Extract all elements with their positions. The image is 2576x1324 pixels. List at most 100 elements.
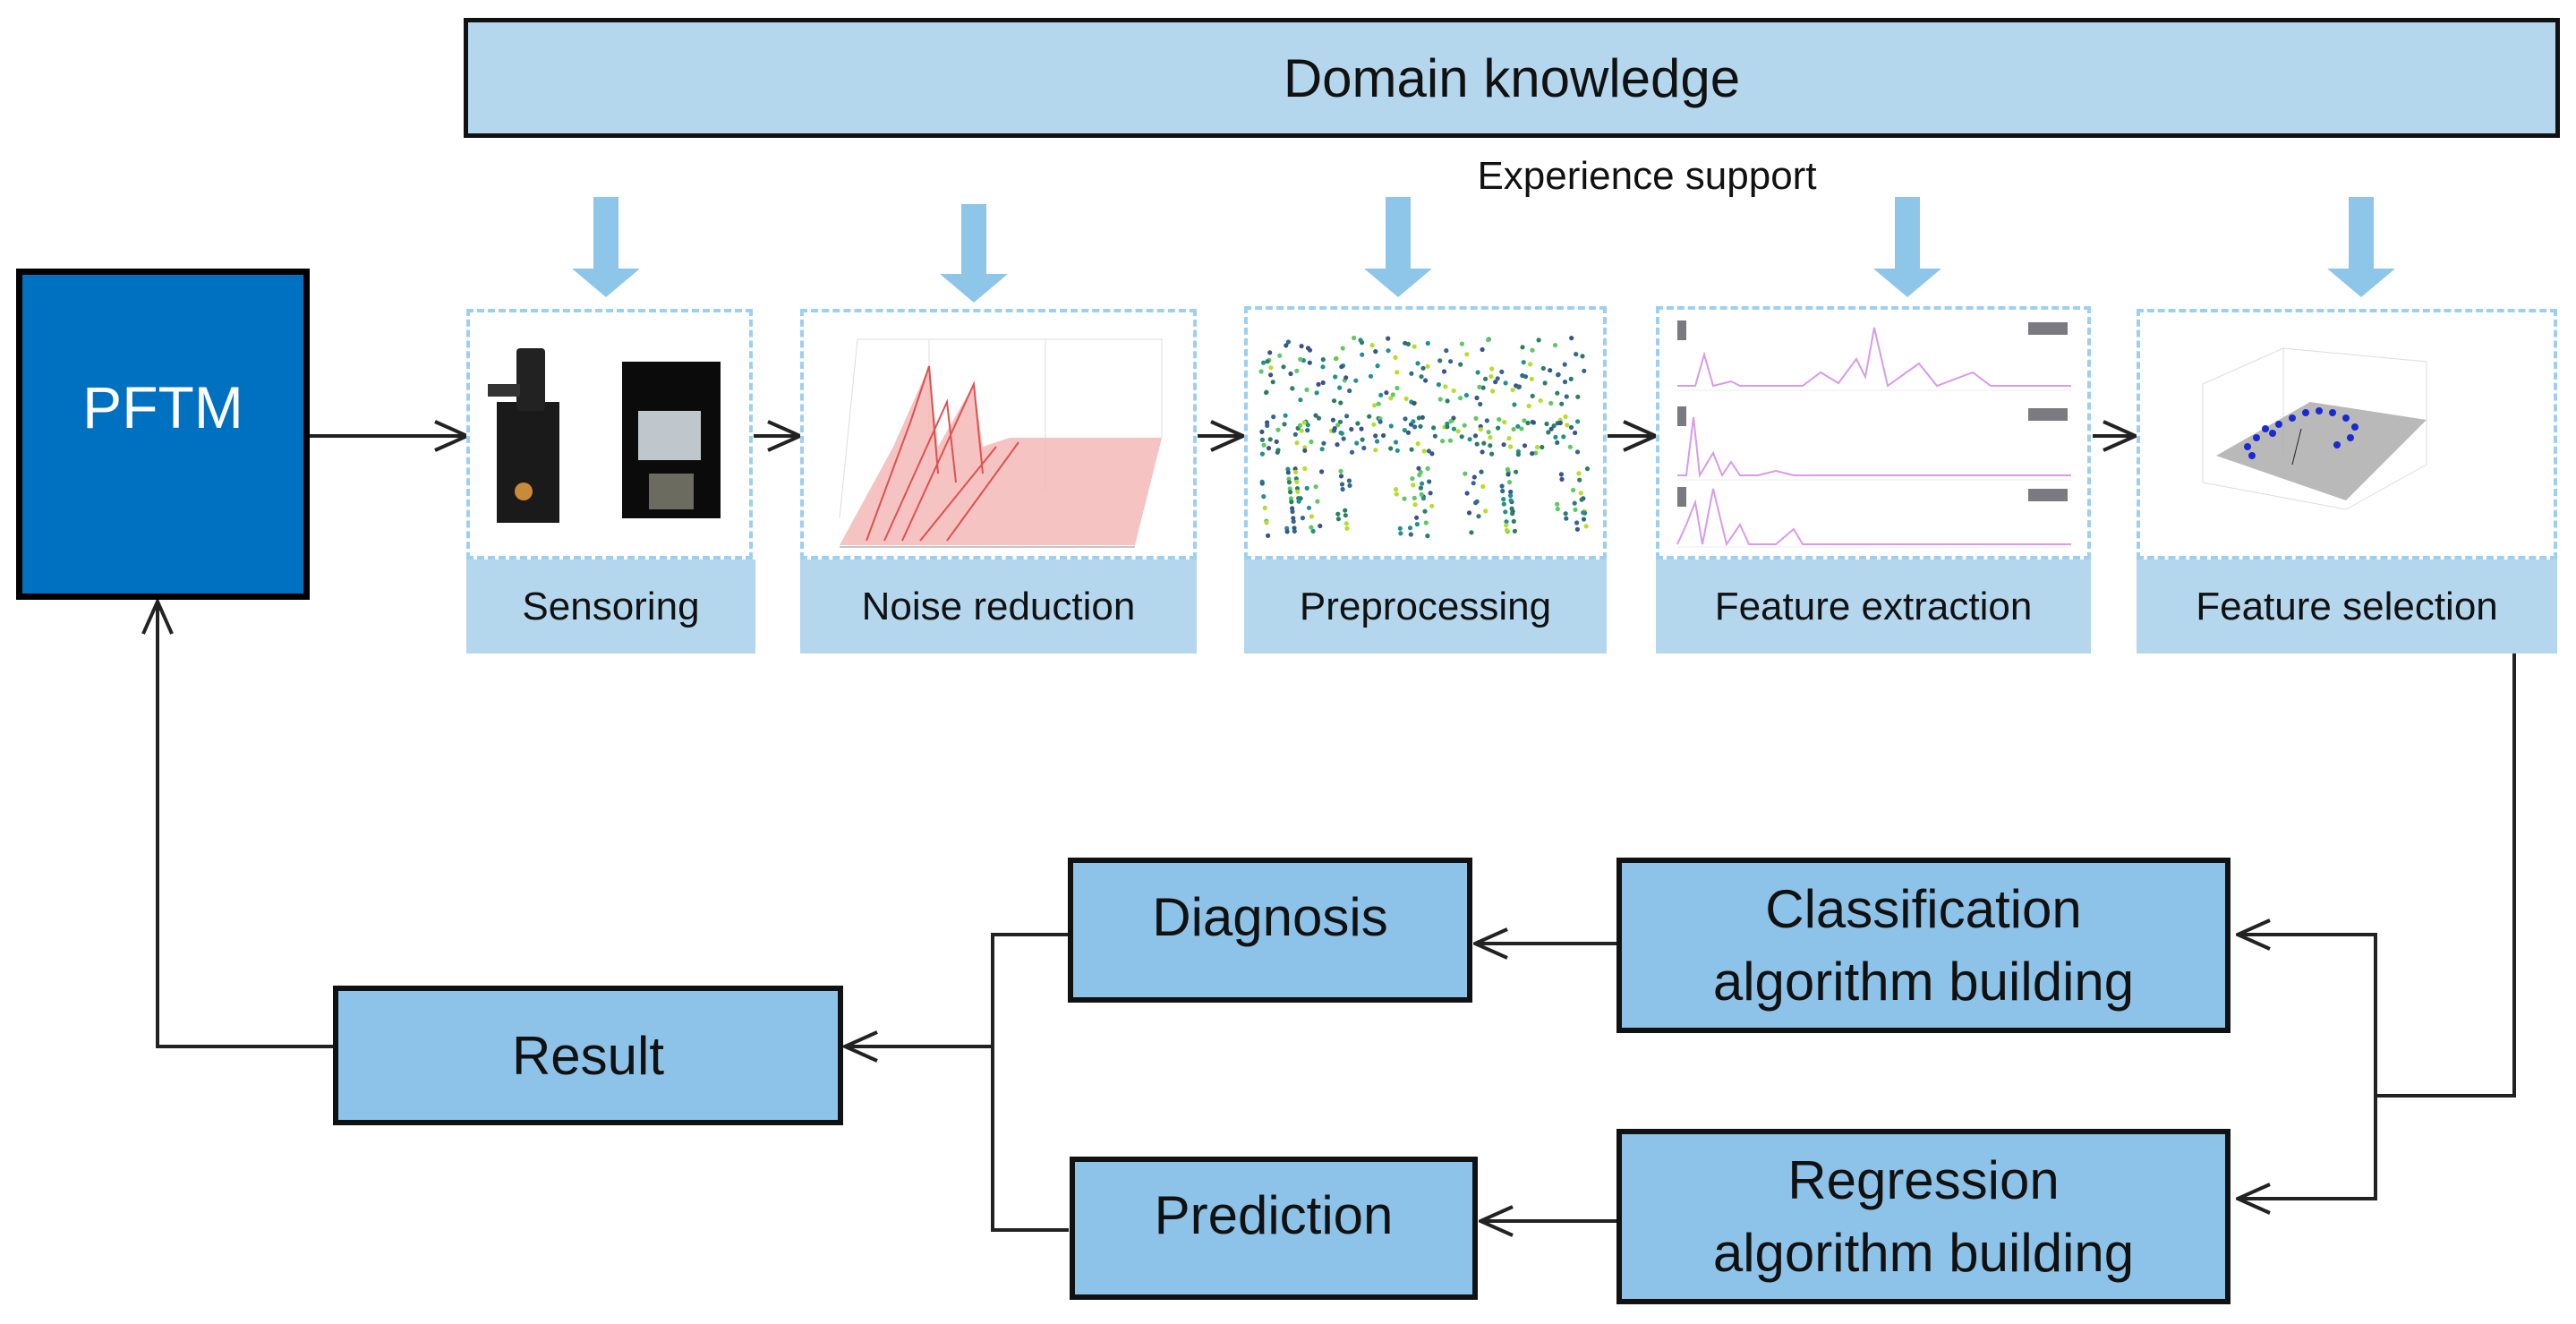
scatter-point bbox=[1423, 520, 1429, 525]
scatter-point bbox=[1420, 481, 1425, 486]
scatter-point bbox=[1373, 433, 1378, 439]
diagnosis-box: Diagnosis bbox=[1068, 858, 1472, 1003]
scatter-point bbox=[1359, 426, 1364, 431]
scatter-point bbox=[1294, 440, 1300, 446]
scatter-point bbox=[1528, 362, 1533, 367]
scatter-point bbox=[1411, 483, 1416, 488]
scatter-point bbox=[1565, 423, 1570, 428]
scatter-point bbox=[1289, 500, 1294, 505]
scatter-point bbox=[1381, 432, 1386, 439]
scatter-point bbox=[1555, 390, 1560, 396]
scatter-point bbox=[1580, 354, 1585, 359]
scatter-point bbox=[1338, 474, 1344, 479]
scatter-point bbox=[1581, 517, 1587, 522]
scatter-point bbox=[1275, 448, 1281, 453]
scatter-point bbox=[1281, 364, 1286, 370]
scatter-point bbox=[1515, 423, 1521, 429]
scatter-point bbox=[1405, 430, 1412, 435]
pftm-box: PFTM bbox=[16, 269, 310, 600]
scatter-point bbox=[1530, 451, 1535, 457]
scatter-point bbox=[1551, 423, 1557, 429]
scatter-point bbox=[1292, 469, 1299, 474]
scatter-point bbox=[1283, 413, 1288, 418]
scatter-point bbox=[1369, 343, 1375, 348]
scatter-point bbox=[1534, 445, 1540, 450]
scatter-point bbox=[1581, 510, 1586, 516]
scatter-point bbox=[1352, 335, 1357, 341]
scatter-point bbox=[1489, 366, 1495, 372]
scatter-point bbox=[1393, 440, 1399, 445]
scatter-point bbox=[1333, 356, 1339, 362]
scatter-point bbox=[1506, 472, 1511, 477]
scatter-point bbox=[1511, 426, 1516, 432]
scatter-point bbox=[1558, 472, 1564, 477]
scatter-point bbox=[1542, 380, 1548, 386]
scatter-point bbox=[1372, 403, 1378, 408]
scatter-point bbox=[1393, 354, 1398, 360]
scatter-point bbox=[1264, 520, 1269, 525]
scatter-point bbox=[1285, 339, 1291, 345]
scatter-point bbox=[1555, 501, 1560, 507]
scatter-point bbox=[1288, 490, 1293, 495]
scatter-point bbox=[1321, 440, 1326, 446]
stage-selection-frame bbox=[2137, 309, 2557, 559]
scatter-point bbox=[1415, 361, 1420, 366]
scatter-point bbox=[1577, 477, 1582, 483]
scatter-point bbox=[1419, 491, 1424, 497]
scatter-point bbox=[1441, 369, 1447, 374]
scatter-point bbox=[1320, 357, 1326, 363]
scatter-point bbox=[1503, 380, 1508, 386]
scatter-point bbox=[1503, 509, 1508, 515]
regression-label-line2: algorithm building bbox=[1712, 1223, 2135, 1283]
scatter-point bbox=[1420, 365, 1426, 371]
scatter-point bbox=[1388, 396, 1394, 401]
scatter-point bbox=[1344, 414, 1350, 419]
scatter-point bbox=[1304, 485, 1309, 491]
scatter-point bbox=[1493, 380, 1498, 385]
scatter-point bbox=[1259, 451, 1265, 457]
scatter-point bbox=[1445, 398, 1450, 404]
scatter-point bbox=[1458, 362, 1463, 367]
scatter-point bbox=[1341, 436, 1346, 441]
scatter-point bbox=[1343, 521, 1349, 526]
scatter-point bbox=[1499, 369, 1505, 374]
scatter-point bbox=[1478, 427, 1483, 432]
scatter-point bbox=[1483, 508, 1488, 514]
arrow-to-regression bbox=[2238, 1096, 2377, 1199]
scatter-point bbox=[1402, 428, 1407, 433]
scatter-point bbox=[1464, 352, 1470, 357]
scatter-point bbox=[1418, 485, 1423, 491]
regression-box: Regression algorithm building bbox=[1616, 1129, 2231, 1304]
scatter-point bbox=[1578, 491, 1583, 496]
scatter-point bbox=[1339, 364, 1344, 370]
scatter-point bbox=[1343, 513, 1348, 518]
scatter-point bbox=[1337, 419, 1343, 424]
scatter-point bbox=[1504, 527, 1509, 533]
scatter-point bbox=[1412, 424, 1418, 430]
scatter-point bbox=[1564, 516, 1569, 521]
scatter-point bbox=[1540, 365, 1546, 372]
scatter-point bbox=[1339, 482, 1345, 487]
scatter-point bbox=[1395, 370, 1400, 375]
prediction-label: Prediction bbox=[1154, 1184, 1394, 1245]
scatter-point bbox=[1425, 363, 1430, 369]
scatter-point bbox=[1555, 440, 1560, 445]
stage-noise-label: Noise reduction bbox=[800, 559, 1197, 653]
scatter-point bbox=[1475, 370, 1480, 375]
scatter-point bbox=[1516, 384, 1522, 389]
scatter-point bbox=[1271, 414, 1276, 420]
scatter-point bbox=[1436, 382, 1441, 388]
scatter-point bbox=[1471, 481, 1476, 486]
scatter-point bbox=[1416, 466, 1421, 471]
scatter-point bbox=[1463, 471, 1468, 476]
scatter-point bbox=[1373, 349, 1378, 354]
scatter-point bbox=[1395, 385, 1400, 391]
scatter-point bbox=[1574, 526, 1580, 532]
scatter-point bbox=[1349, 426, 1354, 432]
line-diagnosis-merge bbox=[991, 933, 1069, 1232]
scatter-point bbox=[1258, 369, 1264, 374]
scatter-point bbox=[1386, 336, 1391, 341]
stage-noise-frame bbox=[800, 309, 1197, 559]
scatter-point bbox=[1319, 447, 1325, 452]
